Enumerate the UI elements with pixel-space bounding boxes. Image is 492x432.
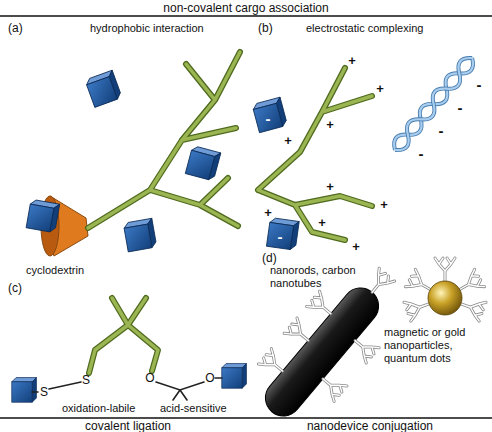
dna-strand: [390, 54, 478, 155]
charge-sign: +: [352, 240, 360, 253]
charge-sign: +: [318, 216, 326, 229]
cargo-cube: [26, 199, 60, 233]
charge-sign: -: [458, 101, 463, 114]
charge-sign: -: [419, 147, 424, 160]
linker-label: oxidation-labile: [62, 402, 135, 415]
charge-sign: +: [376, 82, 384, 95]
panel-letter: (b): [258, 22, 273, 35]
cargo-cube: [185, 145, 221, 181]
cargo-cube: [252, 97, 288, 133]
panel-letter: (c): [8, 282, 22, 295]
charge-sign: -: [278, 230, 283, 243]
cargo-cube: [222, 364, 247, 389]
dendrimer-small: [364, 268, 394, 298]
cargo-cube: [266, 217, 299, 250]
dendrimer-small: [258, 349, 288, 379]
dna-strand-outline: [390, 54, 478, 155]
dendrimer-small: [284, 318, 314, 348]
dendrimer-small: [435, 258, 455, 281]
dendrimer-small: [307, 291, 337, 321]
dendrimer-branch: [89, 298, 158, 373]
nanodevice-label: magnetic or gold nanoparticles, quantum …: [384, 326, 472, 365]
panel-letter: (a): [8, 22, 23, 35]
dendrimer-small: [317, 371, 347, 401]
panel-letter: (d): [262, 252, 277, 265]
dendrimer-branch: [258, 68, 372, 240]
linker-label: acid-sensitive: [160, 402, 227, 415]
atom-symbol: O: [145, 372, 154, 385]
nanodevice-label: nanorods, carbon nanotubes: [270, 264, 362, 290]
panel-title: hydrophobic interaction: [90, 22, 204, 35]
charge-sign: -: [477, 78, 482, 91]
dendrimer-outline: [89, 298, 158, 373]
dendrimer-outline: [258, 68, 372, 240]
charge-sign: +: [326, 180, 334, 193]
charge-sign: -: [266, 112, 271, 125]
atom-symbol: S: [40, 386, 48, 399]
section-heading: nanodevice conjugation: [307, 420, 433, 432]
dna-helix: [390, 54, 478, 155]
charge-sign: +: [284, 134, 292, 147]
charge-sign: -: [439, 124, 444, 137]
dna-strand-outline: [390, 54, 478, 155]
nanorod: [258, 281, 386, 424]
panel-title: electrostatic complexing: [306, 22, 423, 35]
gold-nanoparticle: [428, 281, 462, 315]
disulfide-bond: [32, 382, 81, 392]
section-heading: non-covalent cargo association: [163, 2, 328, 15]
cargo-label: cyclodextrin: [26, 264, 84, 277]
atom-symbol: O: [205, 372, 214, 385]
dna-strand: [390, 54, 478, 155]
section-heading: covalent ligation: [85, 420, 171, 432]
charge-sign: +: [348, 54, 356, 67]
charge-sign: +: [326, 118, 334, 131]
cargo-cube: [123, 218, 157, 252]
dendrimer-small: [349, 333, 379, 363]
charge-sign: +: [264, 206, 272, 219]
cargo-cube: [85, 70, 122, 107]
cargo-cube: [12, 378, 37, 403]
atom-symbol: S: [82, 374, 90, 387]
section-rule: [0, 15, 492, 17]
charge-sign: +: [380, 198, 388, 211]
